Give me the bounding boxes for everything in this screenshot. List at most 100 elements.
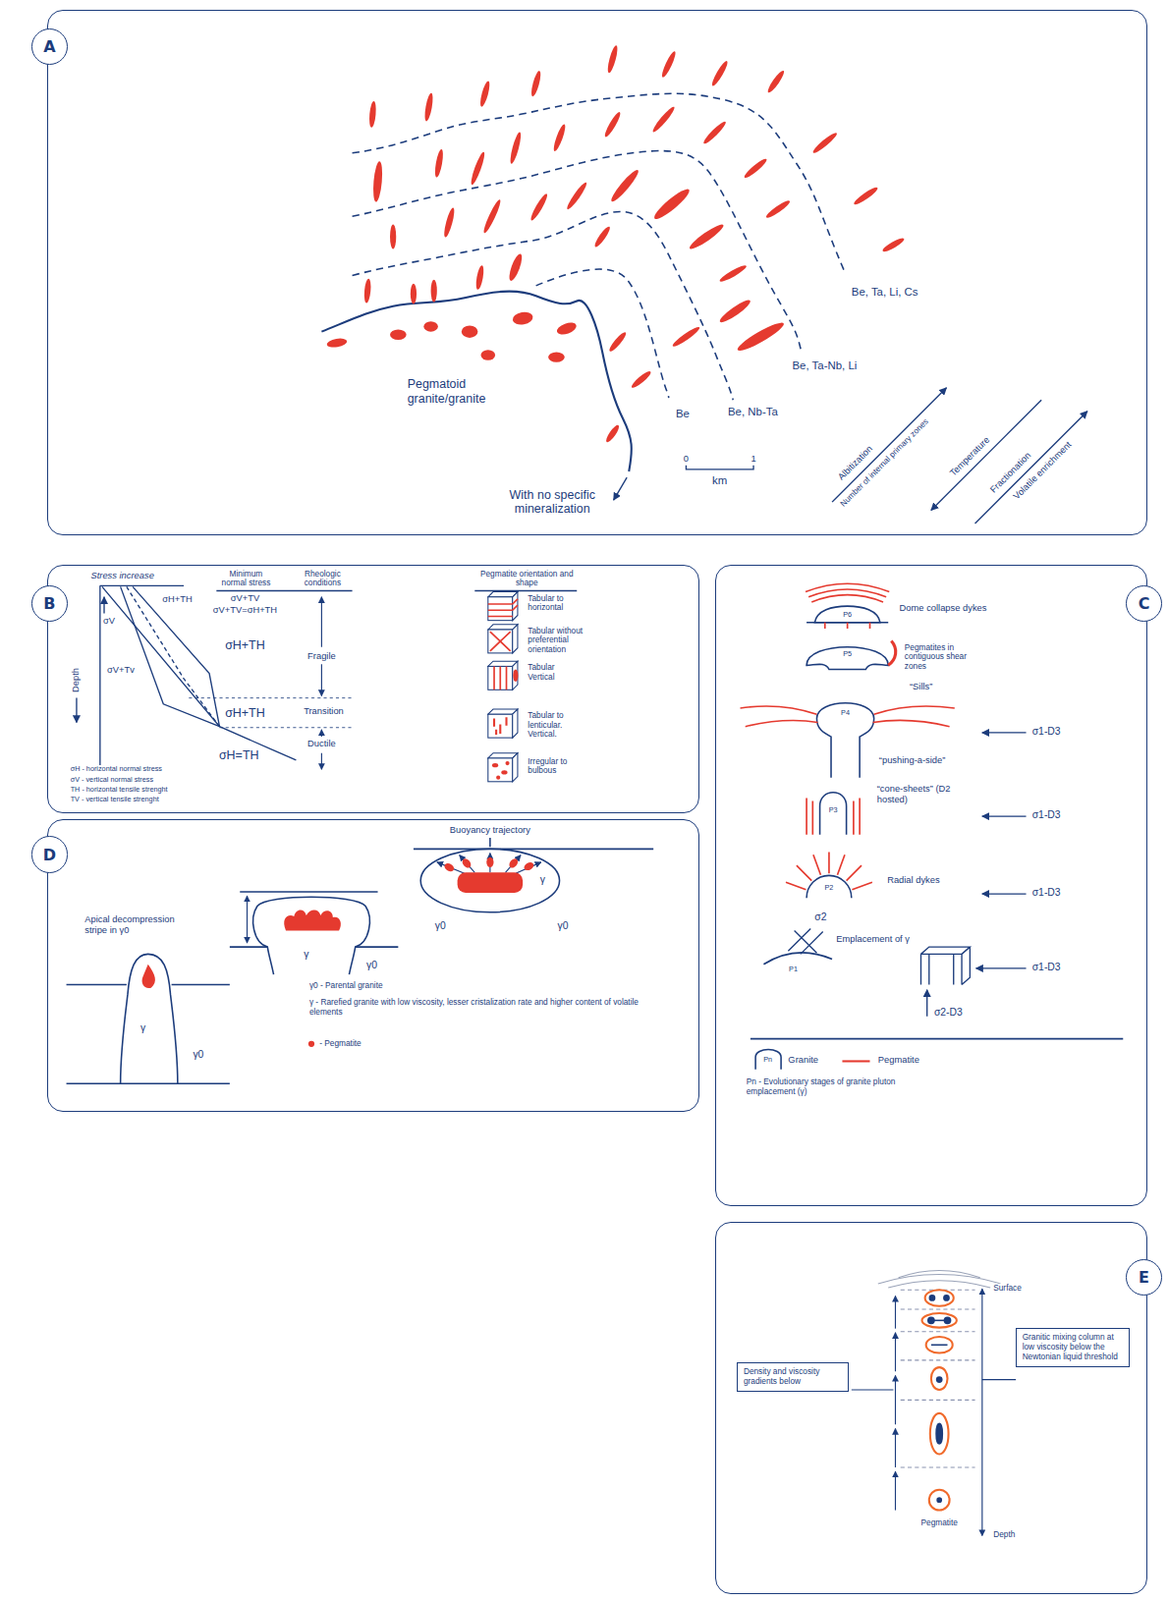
diagram-label: P2 (823, 884, 835, 892)
panel-letter: C (1138, 594, 1151, 613)
pegmatite-body (603, 111, 623, 139)
diagram-label: σV - vertical normal stress (69, 776, 155, 784)
diagram-label: γ (302, 948, 310, 961)
column-arrow (851, 1389, 894, 1391)
block-cube (512, 661, 518, 690)
pegmatite-cell (930, 1413, 949, 1455)
rheology-arrow (321, 664, 323, 696)
pegmatite-core (931, 1343, 948, 1346)
pegmatite-cell (922, 1313, 957, 1329)
diagram-label: “cone-sheets” (D2 hosted) (876, 783, 976, 806)
diagram-label: Be (674, 407, 691, 421)
pegmatite-body (660, 50, 678, 79)
pegmatite-cell (926, 1336, 953, 1354)
block-cube (488, 758, 513, 782)
stress-graph (132, 586, 220, 726)
pointer-arrow (613, 388, 1088, 524)
pegmatite-body (423, 321, 439, 332)
pegmatite-cell (929, 1490, 950, 1511)
pegmatite-body (142, 857, 536, 1048)
diagram-label: Dome collapse dykes (898, 603, 989, 614)
pegmatite-body (492, 763, 499, 768)
diagram-label: - Pegmatite (318, 1039, 362, 1050)
rheology-arrow (321, 753, 323, 771)
pegmatite-body (504, 761, 509, 766)
diagram-label: Stress increase (89, 570, 155, 582)
granite-body (420, 848, 559, 912)
zone-boundary (536, 269, 669, 398)
pegmatite-dyke (740, 706, 818, 715)
pegmatite-dyke (805, 583, 890, 592)
column-arrow (894, 1295, 896, 1329)
buoyancy-arrow (247, 853, 542, 944)
surface-arc (888, 1280, 991, 1288)
diagram-label: σ1-D3 (1031, 809, 1062, 822)
granite-pluton (820, 792, 847, 835)
panel-letter: E (1138, 1268, 1150, 1287)
panel-badge: D (31, 835, 68, 873)
pegmatite-body (718, 263, 748, 284)
table-rule (188, 591, 577, 728)
diagram-label: σ1-D3 (1031, 961, 1062, 974)
pegmatite-dyke (808, 589, 887, 598)
pegmatite-body (431, 279, 438, 303)
diagram-label: TH - horizontal tensile strenght (69, 785, 169, 794)
diagram-label: σ2 (813, 911, 828, 924)
granite-pluton (755, 606, 889, 1070)
panel-badge: C (1125, 585, 1163, 622)
diagram-label: “Sills” (908, 681, 934, 693)
pegmatite-dyke (806, 797, 860, 835)
diagram-label: γ0 (191, 1049, 205, 1061)
pegmatite-body (372, 161, 385, 203)
block-cube (488, 629, 513, 654)
stress-graph (99, 585, 101, 768)
diagram-label: Tabular to horizontal (526, 594, 592, 613)
diagram-label: σ1-D3 (1031, 887, 1062, 899)
block-cube (512, 753, 518, 782)
panel-badge: B (31, 585, 68, 622)
pegmatite-vein (490, 631, 511, 652)
pointer-arrow (975, 411, 1088, 524)
panel-badge: E (1125, 1259, 1163, 1296)
pegmatite-body (506, 252, 525, 282)
pegmatite-core (931, 1320, 948, 1323)
granite-body (229, 891, 398, 947)
diagram-label: Pegmatite (920, 1518, 959, 1529)
diagram-label: σ1-D3 (1031, 725, 1062, 738)
diagram-label: P3 (828, 806, 839, 815)
pegmatite-body (764, 198, 791, 221)
diagram-label: Tabular Vertical (526, 663, 575, 682)
granite-pluton (763, 952, 833, 965)
stress-graph (76, 585, 296, 768)
level-line (900, 1289, 976, 1468)
rheology-arrow (321, 729, 323, 737)
pegmatite-body (529, 69, 543, 98)
pegmatite-cell (922, 1289, 957, 1510)
zone-boundary (352, 151, 802, 353)
diagram-label: γ (139, 1022, 147, 1035)
pegmatite-body (742, 157, 769, 180)
pegmatite-body (718, 297, 753, 326)
pegmatite-body (389, 224, 396, 250)
diagram-label: Pn - Evolutionary stages of granite plut… (745, 1077, 911, 1097)
diagram-label: “pushing-a-side” (878, 755, 947, 767)
diagram-label: σH+TH (223, 638, 267, 653)
diagram-label: Fragile (306, 651, 337, 663)
diagram-label: Apical decompression stripe in γ0 (83, 914, 198, 937)
legend-text: Granite (787, 1055, 819, 1065)
pegmatite-body (443, 861, 456, 873)
pointer-arrow (832, 388, 946, 502)
pegmatite-body (442, 207, 456, 239)
buoyancy-arrow (504, 855, 521, 874)
pegmatite-body (555, 320, 578, 337)
granite-contact (321, 291, 631, 472)
granite-pluton (814, 606, 881, 623)
pegmatite-body (522, 860, 536, 872)
pegmatite-core (936, 1423, 943, 1445)
pegmatite-body (142, 964, 156, 989)
diagram-label: TV - vertical tensile strenght (69, 795, 161, 804)
diagram-label: Be, Nb-Ta (726, 405, 779, 419)
pegmatite-body (511, 310, 535, 327)
diagram-label: Be, Ta, Li, Cs (850, 285, 920, 299)
pegmatite-body (650, 105, 676, 134)
